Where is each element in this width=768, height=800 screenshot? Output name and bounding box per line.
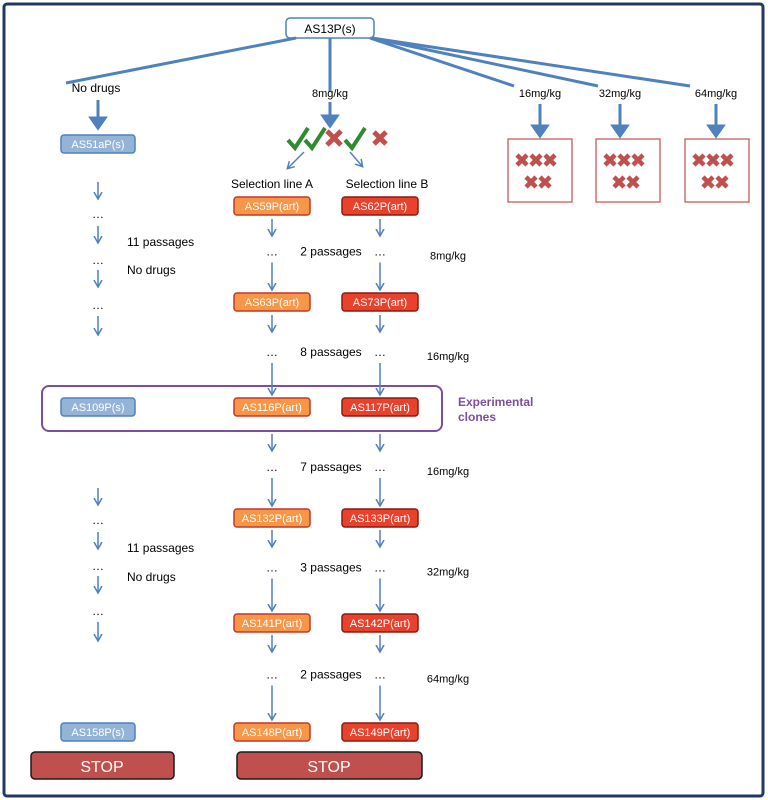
sample-box-line-a xyxy=(233,722,311,742)
thick-arrows xyxy=(88,100,726,139)
sample-box-line-a-label: AS148P(art) xyxy=(242,727,303,739)
stop-bar-left xyxy=(30,751,175,780)
sample-box-line-a xyxy=(233,196,311,216)
sample-box-line-a-label: AS116P(art) xyxy=(242,402,302,414)
passage-count-selection: 8 passages xyxy=(300,345,361,359)
ellipsis: … xyxy=(374,245,386,259)
ellipsis: … xyxy=(266,345,278,359)
check-icon xyxy=(343,126,367,152)
no-drugs-note: No drugs xyxy=(127,263,176,277)
arrow-to-line-b xyxy=(349,151,362,166)
sample-box-line-b xyxy=(341,613,419,633)
dose-label-selection: 64mg/kg xyxy=(427,674,469,686)
stop-label-right: STOP xyxy=(307,759,350,776)
dead-box-16 xyxy=(507,138,573,203)
dose-label-selection: 32mg/kg xyxy=(427,567,469,579)
sample-box-no-drug xyxy=(60,134,136,154)
dose-label-64: 64mg/kg xyxy=(695,88,737,100)
root-label: AS13P(s) xyxy=(304,22,355,36)
cross-icon xyxy=(603,153,645,189)
sample-box-line-b xyxy=(341,397,419,417)
sample-box-line-a xyxy=(233,292,311,312)
sample-box-line-b-label: AS149P(art) xyxy=(350,727,411,739)
passage-count-selection: 3 passages xyxy=(300,561,361,575)
ellipsis: … xyxy=(92,513,104,527)
sample-box-line-b xyxy=(341,196,419,216)
cross-icon xyxy=(325,129,343,147)
sample-box-no-drug xyxy=(60,722,136,742)
dose-label-no-drugs: No drugs xyxy=(72,81,121,95)
stop-label-left: STOP xyxy=(80,759,123,776)
sample-box-no-drug-label: AS109P(s) xyxy=(71,402,124,414)
ellipsis: … xyxy=(266,245,278,259)
dose-label-selection: 8mg/kg xyxy=(430,251,466,263)
dose-label-selection: 16mg/kg xyxy=(427,466,469,478)
dose-label-16: 16mg/kg xyxy=(519,88,561,100)
selection-line-a-label: Selection line A xyxy=(231,177,313,191)
sample-box-line-b-label: AS133P(art) xyxy=(350,513,411,525)
sample-box-line-b-label: AS73P(art) xyxy=(353,297,407,309)
passage-ellipses: … … … … … … … … … … … … … … … … xyxy=(92,207,386,682)
sample-box-no-drug-label: AS158P(s) xyxy=(71,727,124,739)
passage-arrows xyxy=(98,182,380,719)
ellipsis: … xyxy=(374,345,386,359)
cross-icon xyxy=(692,153,734,189)
sample-box-line-a-label: AS132P(art) xyxy=(242,513,303,525)
experimental-clones-frame xyxy=(41,385,443,432)
selection-line-b-label: Selection line B xyxy=(346,177,429,191)
dead-box-64 xyxy=(684,138,750,203)
sample-boxes: AS51aP(s) AS109P(s) AS158P(s) AS59P(art) AS6… xyxy=(60,134,419,742)
dose-label-32: 32mg/kg xyxy=(599,88,641,100)
sample-box-line-a-label: AS63P(art) xyxy=(245,297,299,309)
check-icon xyxy=(303,126,327,152)
ellipsis: … xyxy=(266,561,278,575)
ellipsis: … xyxy=(92,559,104,573)
dose-label-selection: 16mg/kg xyxy=(427,351,469,363)
sample-box-line-b-label: AS142P(art) xyxy=(350,618,411,630)
sample-box-line-b-label: AS62P(art) xyxy=(353,201,407,213)
ellipsis: … xyxy=(374,561,386,575)
ellipsis: … xyxy=(92,253,104,267)
passage-count-no-drug: 11 passages xyxy=(127,541,194,555)
passage-count-selection: 2 passages xyxy=(300,245,361,259)
sample-box-line-b xyxy=(341,292,419,312)
sample-box-no-drug xyxy=(60,397,136,417)
ellipsis: … xyxy=(92,604,104,618)
ellipsis: … xyxy=(92,298,104,312)
sample-box-no-drug-label: AS51aP(s) xyxy=(71,139,124,151)
passage-count-no-drug: 11 passages xyxy=(127,235,194,249)
dead-box-32 xyxy=(595,138,661,203)
passage-count-selection: 2 passages xyxy=(300,668,361,682)
ellipsis: … xyxy=(374,460,386,474)
root-branches xyxy=(65,36,691,92)
sample-box-line-b xyxy=(341,722,419,742)
arrow-to-line-a xyxy=(288,151,305,168)
ellipsis: … xyxy=(92,207,104,221)
experimental-clones-label-2: clones xyxy=(458,410,496,424)
experimental-clones-label-1: Experimental xyxy=(458,395,533,409)
stop-bar-right xyxy=(236,751,423,780)
dose-label-8: 8mg/kg xyxy=(312,88,348,100)
ellipsis: … xyxy=(266,668,278,682)
ellipsis: … xyxy=(374,668,386,682)
check-icon xyxy=(286,126,310,152)
sample-box-line-a xyxy=(233,397,311,417)
no-drugs-note: No drugs xyxy=(127,570,176,584)
cross-icon xyxy=(372,130,388,146)
sample-box-line-a xyxy=(233,508,311,528)
ellipsis: … xyxy=(266,460,278,474)
passage-labels: 11 passages No drugs 11 passages No drugs 2 … xyxy=(127,235,469,686)
sample-box-line-a-label: AS59P(art) xyxy=(245,201,299,213)
sample-box-line-b xyxy=(341,508,419,528)
sample-box-line-b-label: AS117P(art) xyxy=(350,402,410,414)
survival-marks xyxy=(286,126,388,152)
cross-icon xyxy=(515,153,557,189)
sample-box-line-a xyxy=(233,613,311,633)
passage-count-selection: 7 passages xyxy=(300,460,361,474)
sample-box-line-a-label: AS141P(art) xyxy=(242,618,303,630)
